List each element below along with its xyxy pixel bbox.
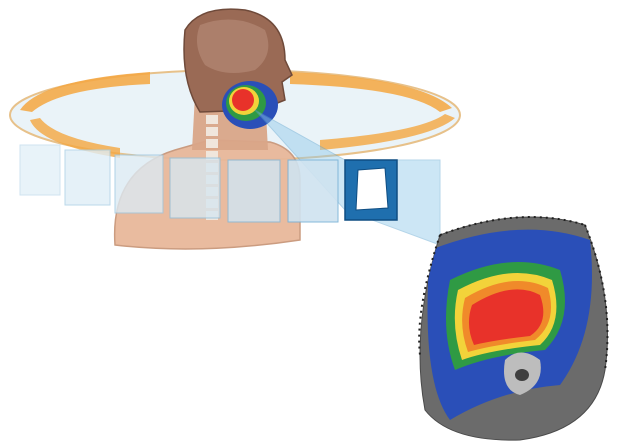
aperture-frame-5 [228,160,280,222]
aperture-opening [356,168,388,210]
aperture-frame-6 [288,160,338,222]
aperture-frame-2 [65,150,110,205]
head-section [197,20,268,73]
aperture-frame-4 [170,158,220,218]
spinal-canal [515,369,529,381]
ct-dose-slice [419,217,607,440]
aperture-frame-1 [20,145,60,195]
aperture-frame-3 [115,155,163,213]
